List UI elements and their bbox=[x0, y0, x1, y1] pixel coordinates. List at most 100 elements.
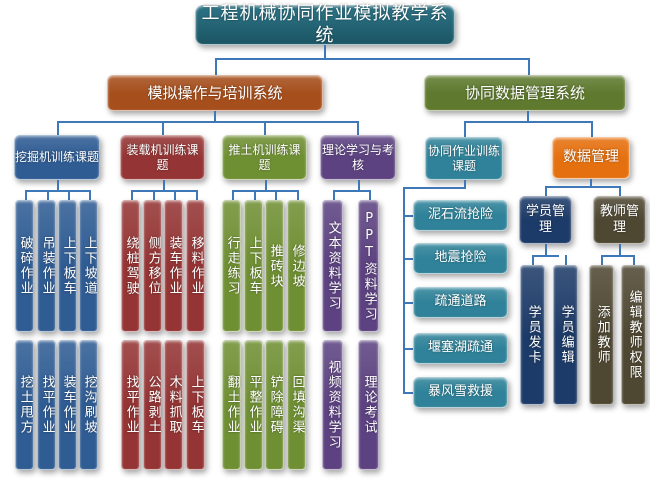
student-item[interactable]: 学员编辑 bbox=[553, 265, 578, 405]
group-collab[interactable]: 协同作业训练课题 bbox=[425, 137, 503, 180]
connector-line bbox=[173, 190, 176, 200]
group-0[interactable]: 挖掘机训练课题 bbox=[14, 135, 100, 180]
connector-line bbox=[332, 190, 335, 200]
connector-line bbox=[545, 186, 620, 188]
topic-item[interactable]: 上下板车 bbox=[244, 200, 263, 332]
topic-item[interactable]: 找平作业 bbox=[121, 340, 140, 470]
collab-item[interactable]: 堰塞湖疏通 bbox=[413, 333, 508, 364]
connector-line bbox=[264, 180, 267, 190]
system-title[interactable]: 工程机械协同作业模拟教学系统 bbox=[195, 3, 455, 46]
collab-item[interactable]: 疏通道路 bbox=[413, 287, 508, 318]
connector-line bbox=[601, 255, 634, 257]
topic-item[interactable]: 修边坡 bbox=[287, 200, 306, 332]
connector-line bbox=[545, 244, 547, 256]
student-mgmt[interactable]: 学员管理 bbox=[519, 196, 572, 244]
topic-item[interactable]: 平整作业 bbox=[244, 340, 263, 470]
topic-item[interactable]: 视频资料学习 bbox=[322, 340, 343, 470]
connector-line bbox=[67, 190, 70, 200]
connector-line bbox=[324, 45, 326, 60]
topic-item[interactable]: 挖土甩方 bbox=[15, 340, 34, 470]
connector-line bbox=[24, 190, 27, 200]
group-2[interactable]: 推土机训练课题 bbox=[222, 135, 307, 180]
connector-line bbox=[274, 190, 277, 200]
teacher-item[interactable]: 添加教师 bbox=[589, 265, 614, 405]
collab-item[interactable]: 地震抢险 bbox=[413, 243, 508, 274]
connector-line bbox=[162, 121, 164, 135]
connector-line bbox=[24, 190, 91, 192]
topic-item[interactable]: 铲除障碍 bbox=[265, 340, 284, 470]
connector-line bbox=[130, 190, 198, 192]
topic-item[interactable]: 回填沟渠 bbox=[287, 340, 306, 470]
connector-line bbox=[296, 190, 299, 200]
connector-line bbox=[403, 348, 413, 350]
topic-item[interactable]: 推砖块 bbox=[265, 200, 284, 332]
connector-line bbox=[464, 121, 592, 123]
connector-line bbox=[231, 190, 299, 192]
topic-item[interactable]: 翻土作业 bbox=[222, 340, 241, 470]
connector-line bbox=[214, 111, 216, 123]
collab-item[interactable]: 泥石流抢险 bbox=[413, 200, 508, 231]
connector-line bbox=[57, 121, 358, 123]
branch-simulation-training[interactable]: 模拟操作与培训系统 bbox=[107, 75, 323, 111]
topic-item[interactable]: 文本资料学习 bbox=[322, 200, 343, 332]
topic-item[interactable]: 行走练习 bbox=[222, 200, 241, 332]
connector-line bbox=[357, 121, 359, 135]
connector-line bbox=[253, 190, 256, 200]
connector-line bbox=[590, 179, 592, 187]
topic-item[interactable]: 上下板车 bbox=[186, 340, 205, 470]
topic-item[interactable]: PPT资料学习 bbox=[358, 200, 379, 332]
connector-line bbox=[88, 190, 91, 200]
student-item[interactable]: 学员发卡 bbox=[520, 265, 545, 405]
topic-item[interactable]: 找平作业 bbox=[37, 340, 56, 470]
branch-collab-data-mgmt[interactable]: 协同数据管理系统 bbox=[424, 75, 626, 111]
connector-line bbox=[215, 58, 217, 75]
topic-item[interactable]: 装车作业 bbox=[58, 340, 77, 470]
connector-line bbox=[545, 186, 547, 196]
connector-line bbox=[130, 190, 133, 200]
connector-line bbox=[46, 190, 49, 200]
group-data-mgmt[interactable]: 数据管理 bbox=[552, 137, 630, 179]
topic-item[interactable]: 装车作业 bbox=[164, 200, 183, 332]
connector-line bbox=[368, 190, 371, 200]
connector-line bbox=[633, 255, 635, 265]
topic-item[interactable]: 上下坡道 bbox=[79, 200, 98, 332]
collab-item[interactable]: 暴风雪救援 bbox=[413, 377, 508, 408]
connector-line bbox=[403, 187, 405, 394]
connector-line bbox=[464, 180, 466, 188]
connector-line bbox=[403, 392, 413, 394]
connector-line bbox=[215, 58, 530, 60]
topic-item[interactable]: 上下板车 bbox=[58, 200, 77, 332]
topic-item[interactable]: 移料作业 bbox=[186, 200, 205, 332]
connector-line bbox=[403, 258, 413, 260]
connector-line bbox=[532, 255, 559, 257]
connector-line bbox=[264, 121, 266, 135]
topic-item[interactable]: 吊装作业 bbox=[37, 200, 56, 332]
connector-line bbox=[403, 302, 413, 304]
connector-line bbox=[601, 255, 603, 265]
topic-item[interactable]: 挖沟刷坡 bbox=[79, 340, 98, 470]
connector-line bbox=[619, 244, 621, 256]
connector-line bbox=[591, 121, 593, 137]
topic-item[interactable]: 侧方移位 bbox=[143, 200, 162, 332]
connector-line bbox=[195, 190, 198, 200]
connector-line bbox=[332, 190, 371, 192]
group-3[interactable]: 理论学习与考核 bbox=[320, 135, 396, 180]
connector-line bbox=[57, 180, 59, 190]
topic-item[interactable]: 破碎作业 bbox=[15, 200, 34, 332]
group-1[interactable]: 装载机训练课题 bbox=[120, 135, 205, 180]
connector-line bbox=[231, 190, 234, 200]
connector-line bbox=[527, 111, 529, 123]
connector-line bbox=[162, 180, 165, 190]
connector-line bbox=[57, 121, 59, 135]
topic-item[interactable]: 理论考试 bbox=[358, 340, 379, 470]
topic-item[interactable]: 木料抓取 bbox=[164, 340, 183, 470]
connector-line bbox=[152, 190, 155, 200]
connector-line bbox=[565, 255, 567, 265]
topic-item[interactable]: 公路剥土 bbox=[143, 340, 162, 470]
connector-line bbox=[358, 180, 360, 190]
connector-line bbox=[619, 186, 621, 196]
topic-item[interactable]: 绕桩驾驶 bbox=[121, 200, 140, 332]
teacher-mgmt[interactable]: 教师管理 bbox=[593, 196, 646, 244]
teacher-item[interactable]: 编辑教师权限 bbox=[621, 265, 646, 405]
connector-line bbox=[464, 121, 466, 137]
